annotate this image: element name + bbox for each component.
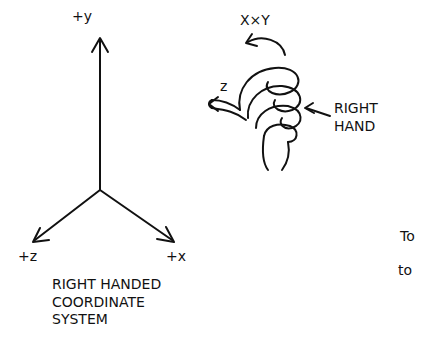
hand-finger: [248, 86, 300, 118]
cross-product-label: X×Y: [240, 12, 270, 30]
axis-label: +x: [166, 248, 186, 266]
note-text: To: [400, 228, 415, 246]
y-axis: [99, 40, 101, 190]
axis-label: +z: [18, 248, 37, 266]
rotation-arrow: [248, 38, 285, 55]
x-axis: [100, 190, 172, 240]
z-axis: [35, 190, 100, 240]
thumb-arrowhead: [209, 97, 218, 111]
axis-label: z: [220, 78, 227, 96]
z-arrowhead: [33, 228, 49, 242]
axis-label: +y: [72, 8, 92, 26]
hand-label: RIGHT HAND: [334, 100, 396, 135]
x-arrowhead: [157, 227, 174, 242]
note-text: to: [398, 262, 412, 280]
hand-finger: [239, 68, 298, 110]
hand-wrist: [282, 142, 289, 170]
y-arrowhead: [92, 38, 108, 52]
leader-arrowhead: [305, 103, 314, 113]
hand-finger: [264, 124, 297, 142]
leader-arrow: [306, 108, 330, 116]
rotation-arrowhead: [246, 34, 257, 46]
hand-wrist: [263, 136, 268, 170]
caption-text: RIGHT HANDED COORDINATE SYSTEM: [52, 276, 202, 329]
